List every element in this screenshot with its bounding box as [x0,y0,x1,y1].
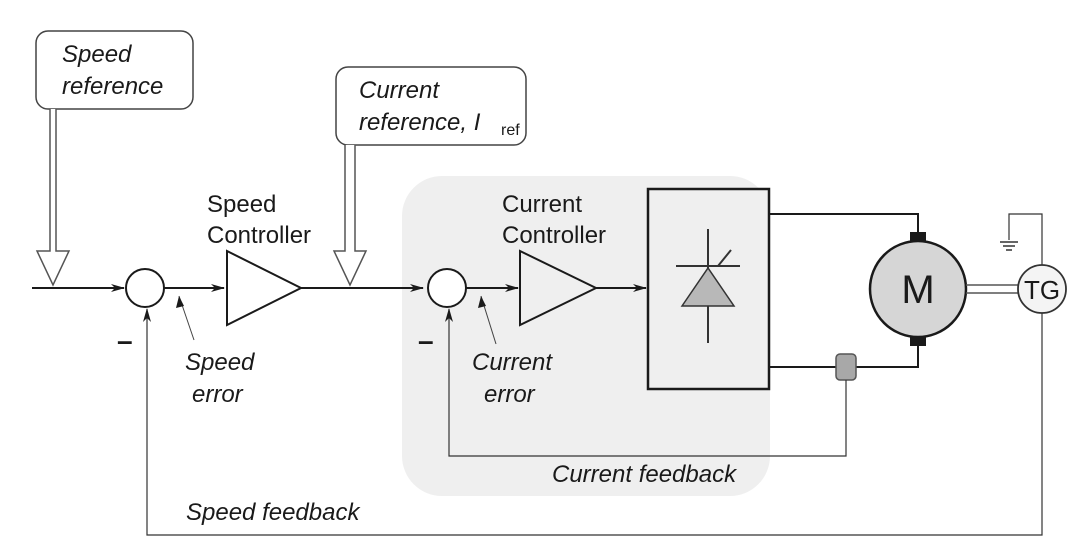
armature-top-wire [769,213,919,235]
speed-controller-label-line1: Speed [207,191,276,218]
tachogenerator-label: TG [1024,275,1060,305]
current-summing-junction [427,268,467,308]
current-feedback-line [445,308,847,457]
current-error-label-line1: Current [472,349,553,376]
current-controller-label-line2: Controller [502,222,606,249]
current-error-label-line2: error [484,381,536,408]
speed-controller-label-line2: Controller [207,222,311,249]
current-reference-callout: Current reference, I ref [335,66,527,146]
current-error-pointer-head [478,296,486,308]
current-reference-subscript: ref [501,122,520,139]
speed-reference-callout: Speed reference [35,30,194,110]
speed-controller-amplifier [226,249,304,327]
dc-motor [868,239,968,339]
current-sensor [835,353,857,381]
current-controller-label-line1: Current [502,191,582,218]
motor-label: M [901,268,934,312]
ground-icon [1000,241,1018,251]
motor-brush-top [910,232,926,241]
current-controller-amplifier [519,249,599,327]
speed-feedback-line [143,308,1043,536]
speed-summing-junction [125,268,165,308]
speed-error-pointer-head [176,296,184,308]
current-feedback-label: Current feedback [552,461,738,488]
speed-reference-arrow [35,109,71,287]
speed-reference-label-line2: reference [62,73,163,100]
motor-brush-bottom [910,337,926,346]
armature-bottom-wire [769,342,919,368]
current-reference-arrow [332,145,368,287]
speed-reference-label-line1: Speed [62,41,132,68]
speed-feedback-label: Speed feedback [186,499,361,526]
current-reference-label-line1: Current [359,77,440,104]
speed-error-label-line2: error [192,381,244,408]
speed-junction-minus-sign: – [117,325,133,356]
ground-wire [1008,213,1043,265]
current-junction-minus-sign: – [418,325,434,356]
current-reference-label-line2: reference, I [359,109,481,136]
thyristor-icon [676,229,740,343]
speed-error-label-line1: Speed [185,349,255,376]
